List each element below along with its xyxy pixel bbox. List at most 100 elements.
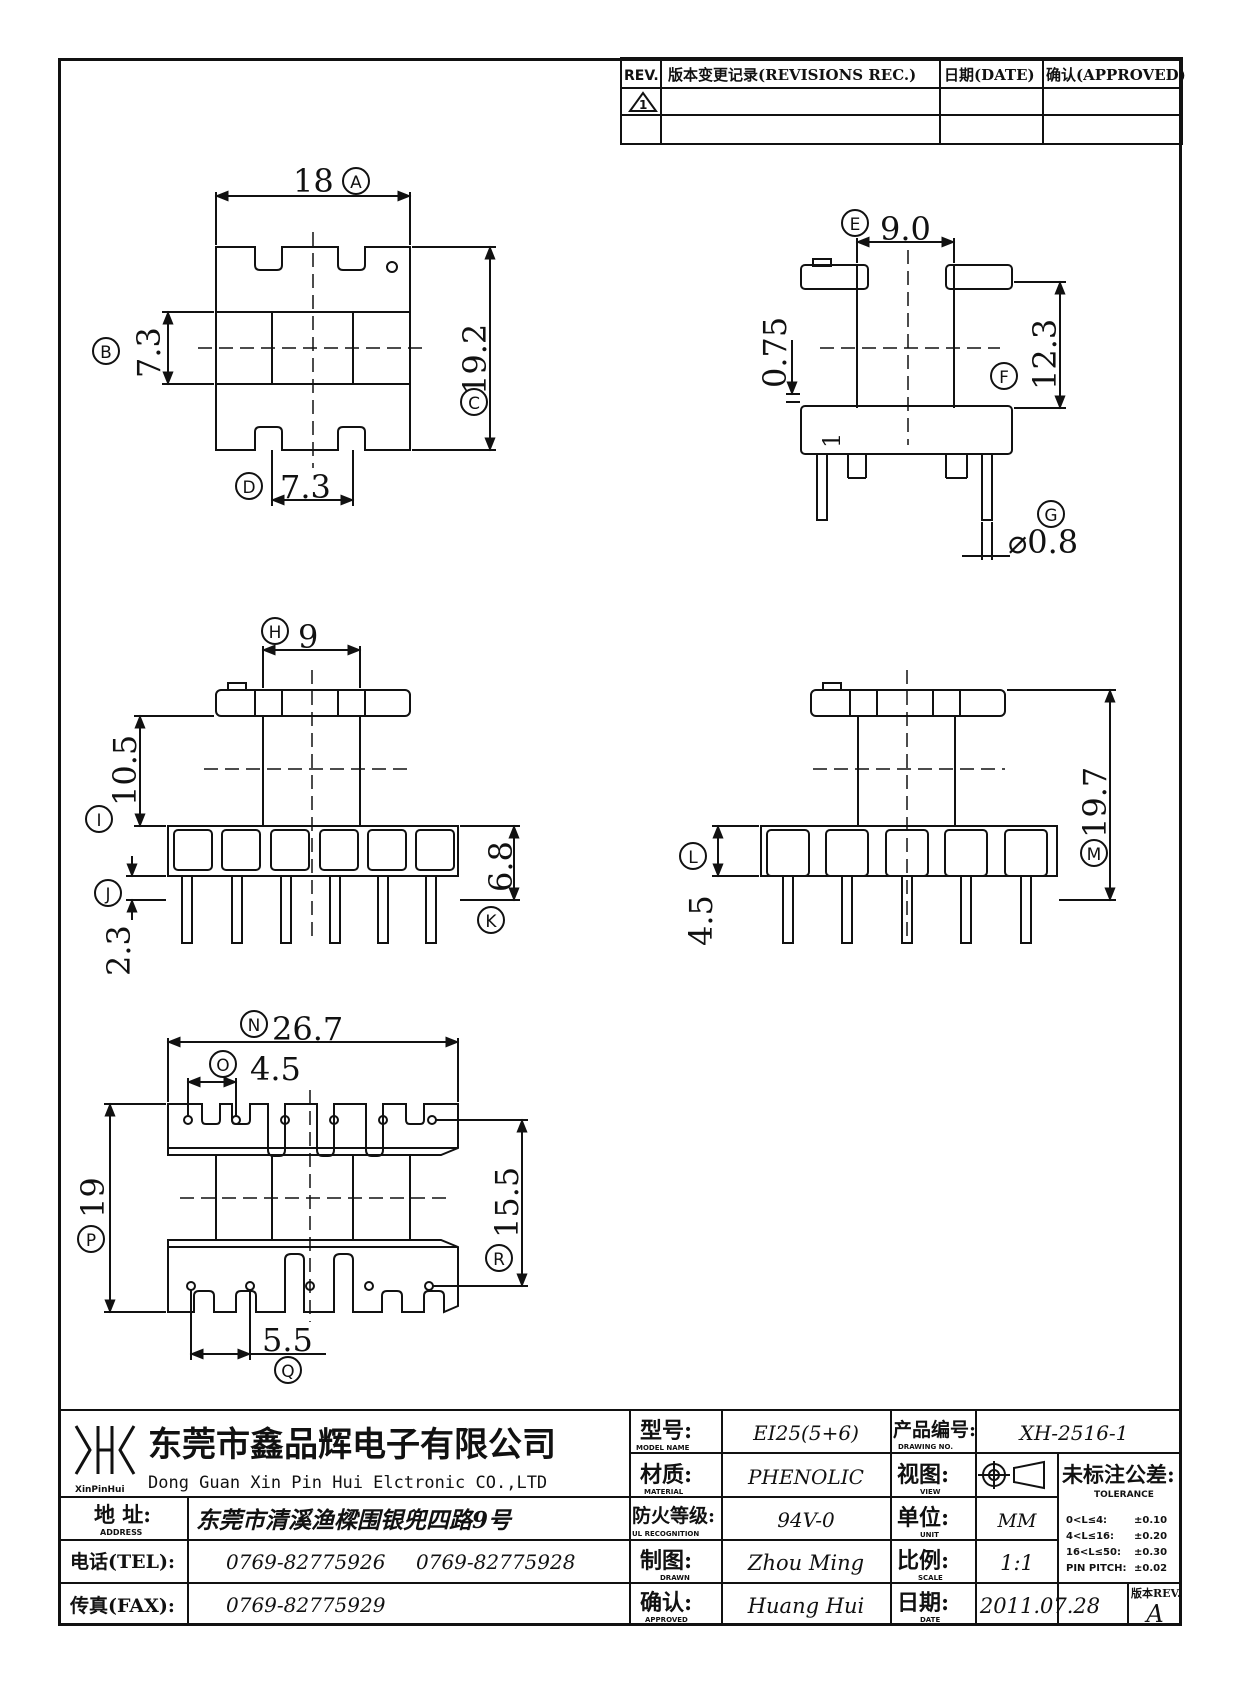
dim-D-value: 7.3 [280, 468, 331, 506]
fire-rating-label: 防火等级: [632, 1504, 715, 1527]
date-label: 日期: [897, 1590, 949, 1616]
dim-B-value: 7.3 [130, 327, 168, 378]
svg-text:K: K [485, 912, 497, 932]
tolerance-range-1: 0<L≤4: [1066, 1515, 1107, 1526]
revision-table [620, 57, 1183, 145]
tolerance-range-3: 16<L≤50: [1066, 1547, 1121, 1558]
company-name-en: Dong Guan Xin Pin Hui Elctronic CO.,LTD [148, 1473, 547, 1493]
front-view [126, 644, 520, 944]
svg-text:P: P [86, 1231, 96, 1251]
drawn-value: Zhou Ming [747, 1551, 864, 1575]
dim-N-badge: N [240, 1010, 268, 1038]
svg-text:M: M [1087, 845, 1102, 865]
dim-G-badge: G [1037, 500, 1065, 528]
dim-A-badge: A [342, 167, 370, 195]
dim-M-value: 19.7 [1076, 767, 1114, 838]
dim-J-badge: J [94, 879, 122, 907]
fire-rating-value: 94V-0 [777, 1508, 835, 1532]
dim-C-badge: C [460, 388, 488, 416]
tolerance-value-3: ±0.30 [1134, 1547, 1167, 1558]
approved-value: Huang Hui [747, 1594, 865, 1618]
drawn-label: 制图: [640, 1548, 692, 1574]
tolerance-title: 未标注公差: [1062, 1462, 1175, 1487]
tolerance-title-en: TOLERANCE [1094, 1490, 1154, 1500]
tolerance-range-2: 4<L≤16: [1066, 1531, 1114, 1542]
dim-M-badge: M [1080, 839, 1108, 867]
approved-label-en: APPROVED [645, 1616, 688, 1624]
model-value: EI25(5+6) [752, 1421, 859, 1445]
svg-text:H: H [269, 623, 282, 643]
svg-text:Q: Q [281, 1362, 294, 1382]
view-label-en: VIEW [920, 1488, 941, 1496]
date-header: 日期(DATE) [944, 66, 1035, 84]
material-value: PHENOLIC [747, 1465, 864, 1489]
dim-K-value: 6.8 [482, 841, 520, 892]
svg-text:C: C [468, 394, 480, 414]
dim-D-badge: D [235, 472, 263, 500]
dim-P-value: 19 [74, 1177, 112, 1218]
scale-label-en: SCALE [918, 1574, 943, 1582]
drawing-no-label: 产品编号: [893, 1418, 976, 1441]
dim-A-value: 18 [293, 162, 334, 200]
svg-text:J: J [104, 885, 110, 905]
unit-value: MM [997, 1510, 1037, 1532]
svg-text:B: B [100, 343, 112, 363]
drawing-no-value: XH-2516-1 [1018, 1421, 1129, 1445]
tolerance-value-1: ±0.10 [1134, 1515, 1167, 1526]
dim-R-value: 15.5 [488, 1167, 526, 1238]
material-label-en: MATERIAL [644, 1488, 684, 1496]
dim-J-value: 2.3 [100, 925, 138, 976]
svg-text:E: E [850, 215, 861, 235]
svg-text:O: O [216, 1056, 229, 1076]
date-value: 2011.07.28 [979, 1594, 1100, 1618]
tel-value-2: 0769-82775928 [416, 1550, 575, 1574]
drawing-no-label-en: DRAWING NO. [898, 1443, 953, 1451]
dim-L-badge: L [679, 842, 707, 870]
dim-K-badge: K [477, 906, 505, 934]
side-view [786, 236, 1066, 560]
scale-value: 1:1 [1000, 1551, 1034, 1575]
date-label-en: DATE [920, 1616, 940, 1624]
dim-P-badge: P [77, 1225, 105, 1253]
dim-H-value: 9 [298, 618, 318, 656]
material-label: 材质: [640, 1462, 692, 1488]
fax-label: 传真(FAX): [69, 1594, 175, 1617]
svg-text:D: D [242, 478, 255, 498]
dim-Q-value: 5.5 [262, 1321, 313, 1359]
drawn-label-en: DRAWN [660, 1574, 690, 1582]
svg-text:F: F [999, 368, 1009, 388]
svg-text:G: G [1044, 506, 1057, 526]
dim-F-badge: F [990, 362, 1018, 390]
svg-text:A: A [350, 173, 362, 193]
top-view [162, 190, 496, 506]
rev-label: 版本REV. [1131, 1586, 1181, 1600]
company-logo [74, 1425, 136, 1475]
revision-triangle-icon: 1 [628, 91, 658, 112]
svg-text:L: L [688, 848, 698, 868]
dim-R-badge: R [485, 1244, 513, 1272]
svg-text:R: R [493, 1250, 505, 1270]
revision-record-header: 版本变更记录(REVISIONS REC.) [668, 66, 916, 84]
fax-value: 0769-82775929 [226, 1593, 386, 1617]
dim-O-badge: O [209, 1050, 237, 1078]
dim-O-value: 4.5 [250, 1050, 301, 1088]
company-name-cn: 东莞市鑫品辉电子有限公司 [148, 1425, 556, 1465]
svg-text:I: I [96, 811, 101, 831]
address-label-en: ADDRESS [100, 1528, 143, 1537]
approved-label: 确认: [640, 1590, 692, 1616]
unit-label-en: UNIT [920, 1531, 939, 1539]
dim-Q-badge: Q [274, 1356, 302, 1384]
tel-label: 电话(TEL): [70, 1550, 175, 1573]
approved-header: 确认(APPROVED) [1046, 66, 1186, 84]
dim-I-badge: I [85, 805, 113, 833]
address-value: 东莞市清溪渔樑围银兜四路9号 [196, 1507, 513, 1534]
tel-value-1: 0769-82775926 [226, 1550, 386, 1574]
dim-G-value: ⌀0.8 [1008, 523, 1078, 561]
rear-view [712, 670, 1116, 944]
pin-1-label: 1 [818, 433, 846, 448]
svg-text:N: N [248, 1016, 261, 1036]
title-block-grid [58, 1409, 1182, 1626]
dim-E-badge: E [841, 209, 869, 237]
tolerance-value-4: ±0.02 [1134, 1563, 1167, 1574]
